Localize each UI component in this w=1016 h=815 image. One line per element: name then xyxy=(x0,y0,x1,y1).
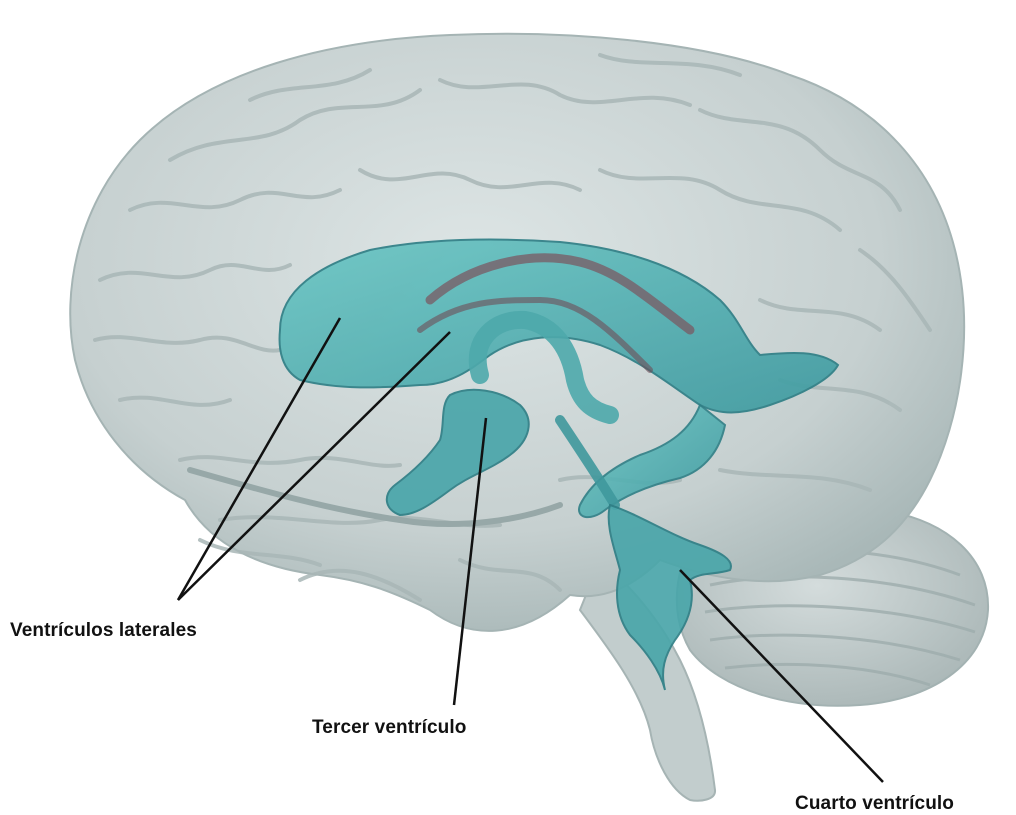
label-fourth-ventricle: Cuarto ventrículo xyxy=(795,793,954,815)
label-third-ventricle: Tercer ventrículo xyxy=(312,717,466,739)
label-lateral-ventricles: Ventrículos laterales xyxy=(10,620,197,642)
